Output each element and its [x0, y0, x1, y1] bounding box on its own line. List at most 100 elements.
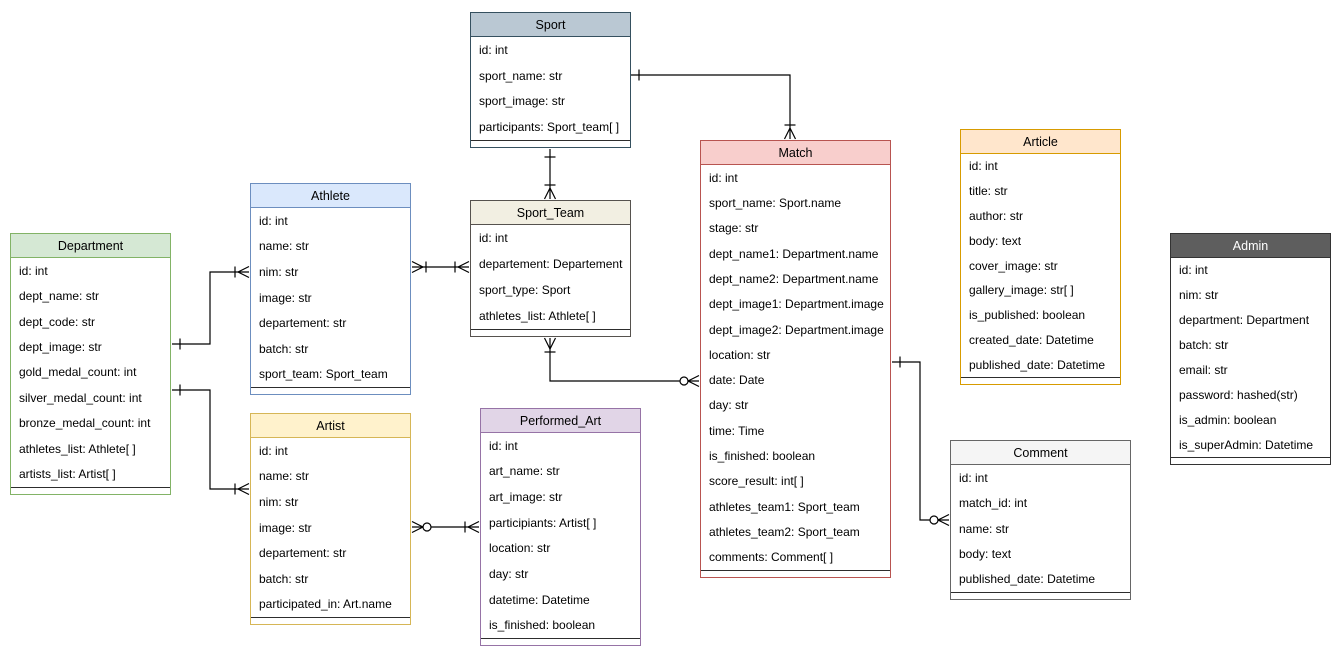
field-stage: stage: str	[709, 221, 759, 236]
field-athletes_team2: athletes_team2: Sport_team	[709, 525, 860, 540]
entity-title: Match	[701, 141, 890, 165]
field-day: day: str	[489, 566, 529, 581]
entity-footer	[251, 388, 410, 394]
field-is_finished: is_finished: boolean	[709, 449, 816, 464]
field-date: date: Date	[709, 373, 765, 388]
field-cover_image: cover_image: str	[969, 258, 1058, 273]
field-nim: nim: str	[259, 264, 299, 279]
field-day: day: str	[709, 398, 749, 413]
entity-footer	[11, 488, 170, 494]
field-dept_code: dept_code: str	[19, 314, 96, 329]
field-image: image: str	[259, 290, 312, 305]
entity-title: Performed_Art	[481, 409, 640, 433]
field-created_date: created_date: Datetime	[969, 332, 1094, 347]
field-id: id: int	[1179, 263, 1208, 278]
relationship-sport-sport_team	[543, 149, 557, 200]
field-title: title: str	[969, 184, 1008, 199]
entity-title: Sport	[471, 13, 630, 37]
field-comments: comments: Comment[ ]	[709, 550, 834, 565]
field-departement: departement: str	[259, 316, 347, 331]
field-is_finished: is_finished: boolean	[489, 618, 596, 633]
field-is_superAdmin: is_superAdmin: Datetime	[1179, 437, 1314, 452]
field-sport_name: sport_name: str	[479, 68, 563, 83]
entity-footer	[701, 571, 890, 577]
field-author: author: str	[969, 208, 1024, 223]
field-location: location: str	[709, 347, 771, 362]
field-dept_name2: dept_name2: Department.name	[709, 271, 879, 286]
relationship-sport-match	[631, 69, 797, 140]
field-gallery_image: gallery_image: str[ ]	[969, 283, 1074, 298]
field-batch: batch: str	[259, 341, 309, 356]
field-athletes_list: athletes_list: Athlete[ ]	[19, 441, 136, 456]
field-bronze_medal_count: bronze_medal_count: int	[19, 416, 151, 431]
field-participants: participants: Sport_team[ ]	[479, 120, 620, 135]
field-dept_name1: dept_name1: Department.name	[709, 246, 879, 261]
field-id: id: int	[259, 443, 288, 458]
relationship-artist-performed_art	[411, 520, 480, 534]
entity-match[interactable]: Match id: int sport_name: Sport.name stage:…	[700, 140, 891, 578]
entity-title: Comment	[951, 441, 1130, 465]
field-published_date: published_date: Datetime	[969, 357, 1106, 372]
field-id: id: int	[959, 470, 988, 485]
field-is_admin: is_admin: boolean	[1179, 412, 1277, 427]
entity-footer	[961, 378, 1120, 384]
field-art_image: art_image: str	[489, 490, 563, 505]
entity-footer	[251, 618, 410, 624]
entity-footer	[481, 639, 640, 645]
entity-title: Department	[11, 234, 170, 258]
entity-title: Sport_Team	[471, 201, 630, 225]
field-name: name: str	[959, 521, 1010, 536]
field-gold_medal_count: gold_medal_count: int	[19, 365, 137, 380]
field-art_name: art_name: str	[489, 464, 560, 479]
field-score_result: score_result: int[ ]	[709, 474, 804, 489]
field-artists_list: artists_list: Artist[ ]	[19, 467, 116, 482]
field-nim: nim: str	[1179, 288, 1219, 303]
field-is_published: is_published: boolean	[969, 308, 1086, 323]
relationship-department-athlete	[172, 265, 250, 350]
relationship-department-artist	[172, 384, 250, 496]
relationship-match-comment	[892, 356, 950, 527]
field-dept_image: dept_image: str	[19, 340, 102, 355]
field-id: id: int	[969, 159, 998, 174]
field-dept_image2: dept_image2: Department.image	[709, 322, 884, 337]
field-id: id: int	[19, 263, 48, 278]
relationship-sport_team-match	[543, 337, 700, 388]
field-batch: batch: str	[1179, 338, 1229, 353]
field-sport_type: sport_type: Sport	[479, 283, 571, 297]
field-departement: departement: Departement	[479, 257, 623, 271]
entity-footer	[471, 141, 630, 147]
entity-footer	[951, 593, 1130, 599]
field-sport_name: sport_name: Sport.name	[709, 195, 842, 210]
field-dept_name: dept_name: str	[19, 289, 100, 304]
entity-field-list: id: int sport_name: Sport.name stage: str d…	[701, 165, 890, 571]
field-departement: departement: str	[259, 546, 347, 561]
entity-department[interactable]: Department id: int dept_name: str dept_code…	[10, 233, 171, 495]
field-body: body: text	[959, 546, 1012, 561]
field-name: name: str	[259, 469, 310, 484]
field-id: id: int	[709, 170, 738, 185]
field-participiants: participiants: Artist[ ]	[489, 515, 597, 530]
entity-title: Admin	[1171, 234, 1330, 258]
entity-footer	[1171, 458, 1330, 464]
field-athletes_list: athletes_list: Athlete[ ]	[479, 309, 596, 323]
field-password: password: hashed(str)	[1179, 387, 1298, 402]
field-dept_image1: dept_image1: Department.image	[709, 297, 884, 312]
